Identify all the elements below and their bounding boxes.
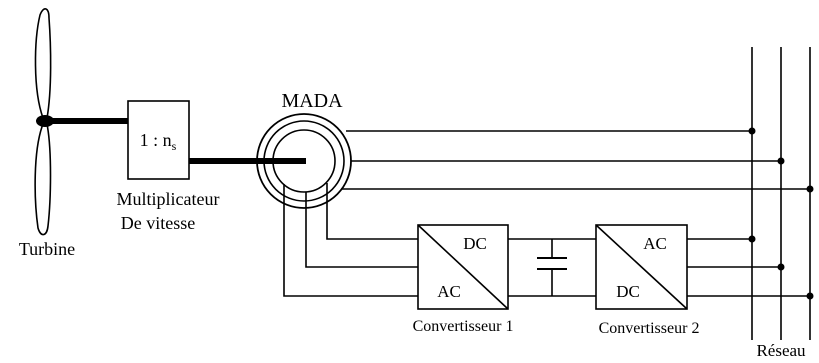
junction-dot: [748, 127, 756, 135]
junction-dot: [777, 157, 785, 165]
junction-dot: [806, 292, 814, 300]
turbine-label: Turbine: [19, 239, 75, 259]
turbine-hub: [36, 115, 54, 127]
rotor-line-1: [326, 183, 418, 240]
gearbox-label-line1: Multiplicateur: [117, 189, 220, 209]
generator-stator-inner: [263, 120, 345, 202]
converter-2-top-text: AC: [643, 234, 667, 253]
converter-2: AC DC: [595, 224, 688, 310]
grid-label: Réseau: [756, 341, 806, 360]
junction-dot: [777, 263, 785, 271]
junction-dots: [748, 127, 814, 300]
converter-1-label: Convertisseur 1: [413, 318, 514, 335]
converter-1: DC AC: [417, 224, 509, 310]
gearbox-box: [127, 100, 190, 180]
generator-label: MADA: [281, 90, 343, 112]
converter-1-diagonal: [417, 224, 509, 310]
turbine: [34, 8, 54, 236]
converter-2-diagonal: [595, 224, 688, 310]
gearbox-ratio: 1 : ns: [140, 130, 177, 153]
turbine-blade-top: [34, 8, 52, 119]
gearbox-label-line2: De vitesse: [121, 213, 195, 233]
junction-dot: [748, 235, 756, 243]
converter-2-label: Convertisseur 2: [599, 320, 700, 337]
rotor-line-2: [305, 192, 418, 268]
rotor-line-3: [283, 184, 418, 297]
junction-dot: [806, 185, 814, 193]
converter-2-bottom-text: DC: [616, 282, 640, 301]
turbine-blade-bottom: [34, 123, 52, 236]
dc-bus: [508, 238, 596, 297]
generator-rotor: [272, 129, 336, 193]
converter-1-top-text: DC: [463, 234, 487, 253]
converter-1-bottom-text: AC: [437, 282, 461, 301]
